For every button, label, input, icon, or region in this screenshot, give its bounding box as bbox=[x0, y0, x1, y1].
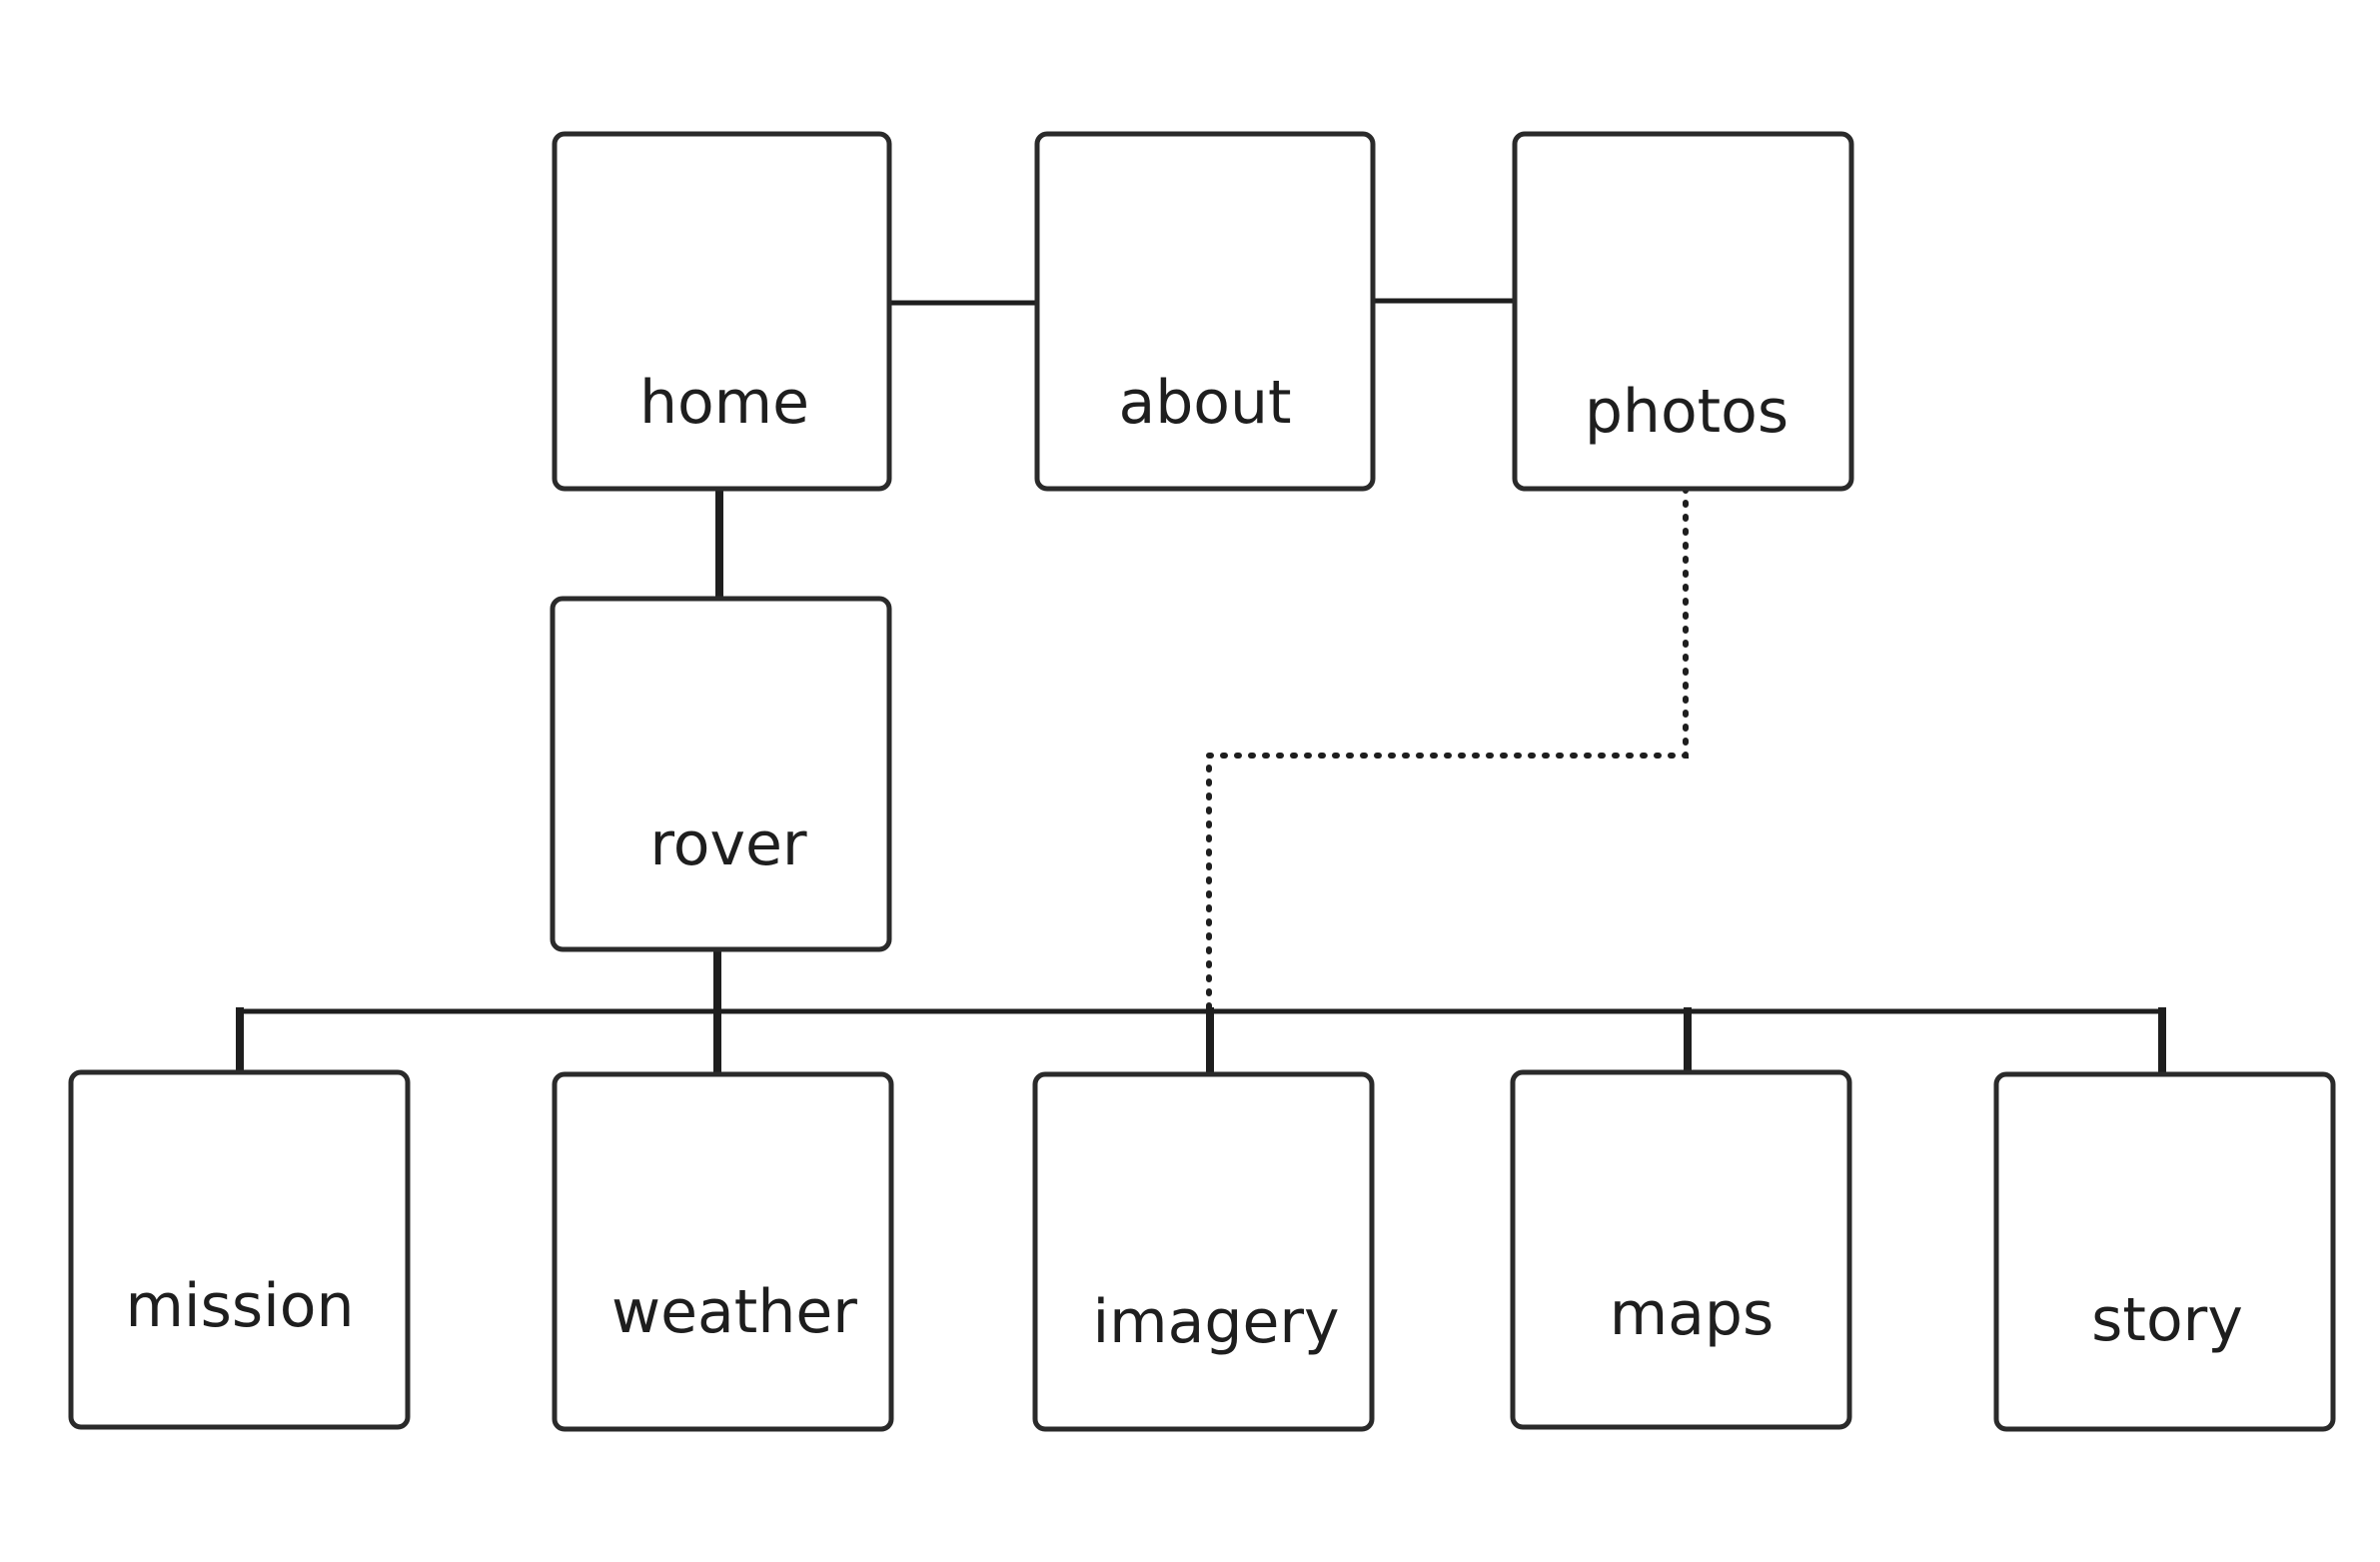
node-weather: weather bbox=[552, 1071, 894, 1432]
node-box bbox=[1510, 1069, 1852, 1430]
node-mission: mission bbox=[68, 1069, 411, 1430]
connectors bbox=[236, 298, 2166, 1078]
node-box bbox=[1032, 1071, 1375, 1432]
node-box bbox=[1512, 131, 1854, 492]
link-photos-imagery bbox=[1206, 486, 1689, 1014]
node-box bbox=[1034, 131, 1376, 492]
node-label: story bbox=[2091, 1285, 2243, 1355]
node-label: weather bbox=[611, 1277, 857, 1347]
node-label: about bbox=[1118, 368, 1291, 438]
node-label: photos bbox=[1585, 377, 1788, 447]
node-box bbox=[1993, 1071, 2336, 1432]
node-story: story bbox=[1993, 1071, 2336, 1432]
node-imagery: imagery bbox=[1032, 1071, 1375, 1432]
node-box bbox=[550, 596, 892, 952]
node-box bbox=[552, 1071, 894, 1432]
node-label: imagery bbox=[1092, 1287, 1339, 1357]
node-box bbox=[68, 1069, 411, 1430]
node-rover: rover bbox=[550, 596, 892, 952]
node-photos: photos bbox=[1512, 131, 1854, 492]
node-label: mission bbox=[125, 1271, 354, 1341]
node-label: maps bbox=[1610, 1279, 1775, 1349]
node-maps: maps bbox=[1510, 1069, 1852, 1430]
node-about: about bbox=[1034, 131, 1376, 492]
node-label: home bbox=[639, 368, 809, 438]
node-label: rover bbox=[649, 809, 806, 879]
node-box bbox=[552, 131, 892, 492]
node-home: home bbox=[552, 131, 892, 492]
